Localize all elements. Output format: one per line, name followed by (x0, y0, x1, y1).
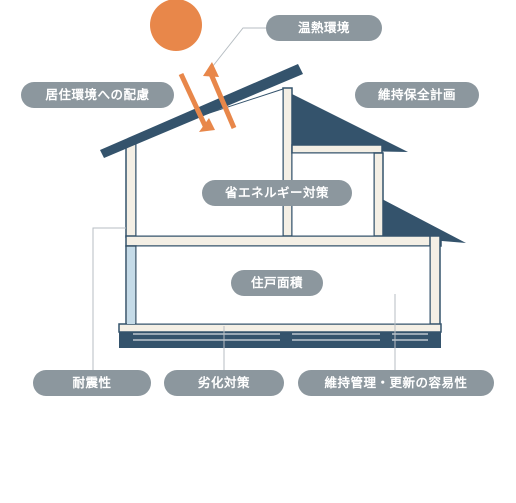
annex-roof-lower (380, 198, 466, 243)
heat-arrows-icon (178, 62, 237, 132)
seismic-label: 耐震性 (33, 370, 151, 396)
ease-label: 維持管理・更新の容易性 (298, 370, 494, 396)
thermal-leader-line (208, 27, 267, 72)
floor-area-label: 住戸面積 (231, 270, 323, 296)
living-label: 居住環境への配慮 (21, 82, 174, 108)
main-roof (100, 64, 303, 158)
maintenance-plan-label: 維持保全計画 (355, 82, 479, 108)
annex-roof (288, 92, 408, 152)
insulation-panel (127, 247, 135, 324)
energy-label: 省エネルギー対策 (202, 180, 352, 206)
sun-icon (150, 0, 202, 51)
foundation-hatch (133, 333, 428, 341)
thermal-label: 温熱環境 (266, 15, 382, 41)
deterioration-label: 劣化対策 (164, 370, 284, 396)
leader-lines (92, 227, 396, 370)
